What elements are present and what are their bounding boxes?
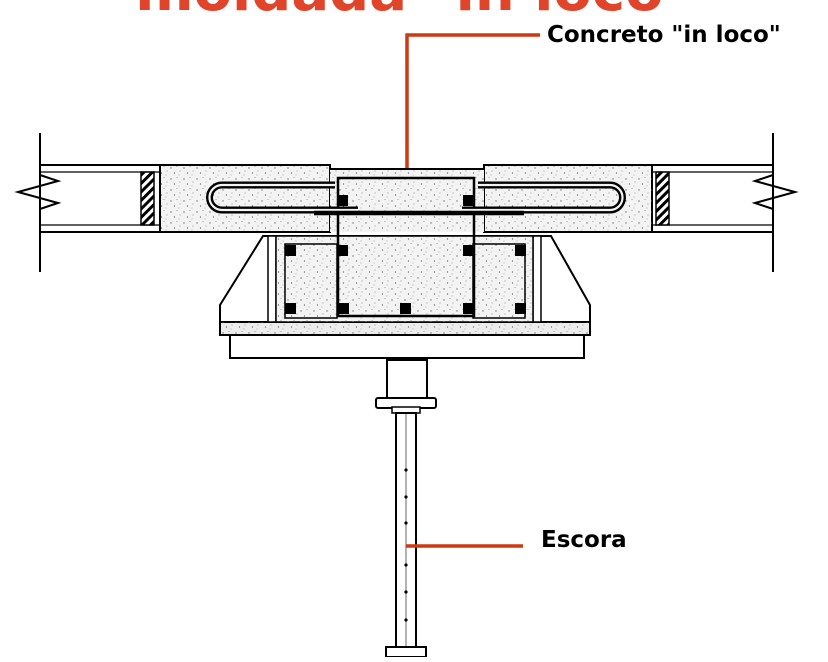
support-plate (229, 334, 585, 359)
rebar (463, 303, 474, 314)
rebar-loops (206, 181, 626, 216)
beam (219, 176, 591, 359)
title-group: moldada "in loco" (135, 0, 693, 24)
shoring-prop (375, 359, 437, 658)
leader-line-concreto (405, 33, 540, 172)
in-situ-concrete-topping (330, 168, 484, 232)
break-line-left (14, 174, 62, 210)
hatched-block-right (655, 171, 670, 226)
break-line-right (751, 174, 799, 210)
rebar (515, 303, 526, 314)
rebar (400, 303, 411, 314)
rebar (463, 195, 474, 206)
rebar (285, 245, 296, 256)
label-escora: Escora (541, 527, 627, 553)
diagram-title: moldada "in loco" (135, 0, 693, 24)
label-concreto-in-loco: Concreto "in loco" (547, 22, 781, 48)
rebar (285, 303, 296, 314)
rebar (337, 245, 348, 256)
rebar (463, 245, 474, 256)
hatched-block-left (140, 171, 155, 226)
rebar (515, 245, 526, 256)
rebar (338, 303, 349, 314)
rebar (337, 195, 348, 206)
